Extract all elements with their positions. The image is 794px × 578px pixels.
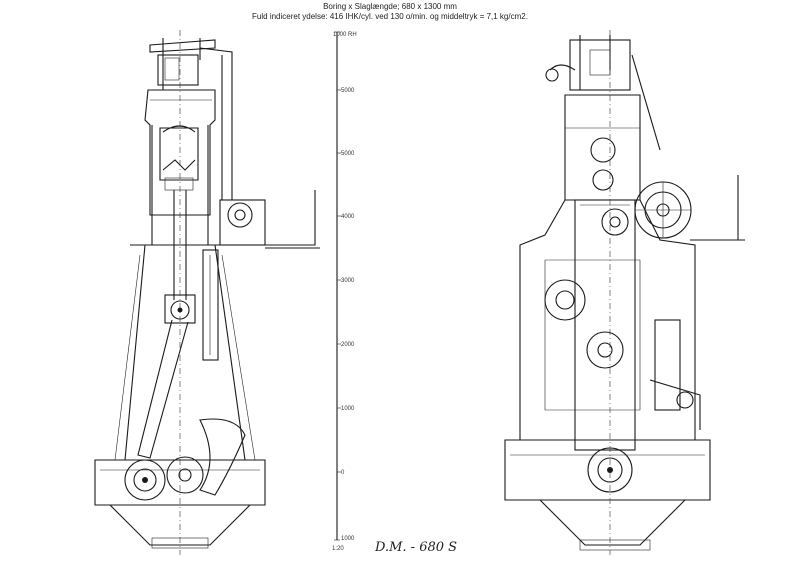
bore-stroke-text: Boring x Slaglængde; 680 x 1300 mm	[323, 2, 457, 11]
scale-tick-label: 1000 RH	[333, 32, 357, 38]
scale-tick-label: 4000	[341, 214, 355, 220]
scale-tick-label: 0	[341, 470, 345, 476]
drawing-header: Boring x Slaglængde; 680 x 1300 mm Fuld …	[190, 2, 590, 22]
scale-tick-label: 5000	[341, 88, 355, 94]
scale-tick-label: 5000	[341, 151, 355, 157]
scale-tick-label: 2000	[341, 342, 355, 348]
scale-tick-label: 1000	[341, 536, 355, 542]
scale-tick-label: 3000	[341, 278, 355, 284]
scale-ratio-label: 1:20	[332, 546, 344, 552]
power-rating-text: Fuld indiceret ydelse: 416 IHK/cyl. ved …	[252, 12, 528, 21]
end-elevation-view	[504, 30, 745, 555]
drawing-signature: D.M. - 680 S	[375, 540, 458, 555]
scale-bar: 1000 RH 5000 5000 4000 3000 2000 1000 0 …	[332, 31, 357, 552]
longitudinal-section-view	[94, 30, 320, 555]
scale-tick-label: 1000	[341, 406, 355, 412]
